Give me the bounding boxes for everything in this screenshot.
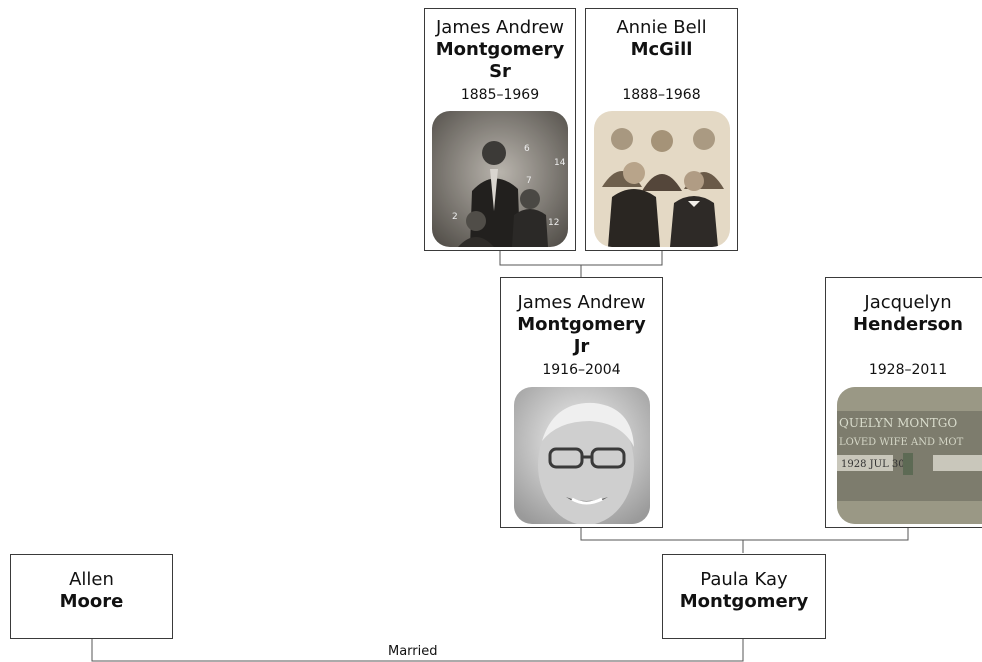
life-dates: 1928–2011 xyxy=(868,362,948,378)
life-dates: 1888–1968 xyxy=(622,87,701,103)
life-dates: 1916–2004 xyxy=(542,362,621,378)
name-suffix: Sr xyxy=(489,61,511,82)
connector-sr-annie xyxy=(499,250,663,266)
grave-inscription-line: LOVED WIFE AND MOT xyxy=(839,437,964,448)
life-dates: 1885–1969 xyxy=(460,87,540,103)
relationship-label: Married xyxy=(388,644,438,659)
photo-number: 2 xyxy=(452,212,458,222)
connector-jr-jacquelyn xyxy=(580,528,909,541)
surname: Moore xyxy=(59,591,124,612)
surname: Montgomery xyxy=(517,314,646,335)
surname: Henderson xyxy=(853,314,963,335)
person-card-jacquelyn-henderson[interactable]: Jacquelyn Henderson 1928–2011 QUELYN MON… xyxy=(825,277,982,528)
person-card-allen-moore[interactable]: Allen Moore xyxy=(10,554,173,639)
given-name: James Andrew xyxy=(517,292,646,313)
photo-number: 14 xyxy=(554,158,566,168)
person-card-james-andrew-montgomery-sr[interactable]: James Andrew Montgomery Sr 1885–1969 xyxy=(424,8,576,251)
given-name: James Andrew xyxy=(436,17,564,38)
given-name: Annie Bell xyxy=(616,17,707,38)
person-card-james-andrew-montgomery-jr[interactable]: James Andrew Montgomery Jr 1916–2004 xyxy=(500,277,663,528)
name-suffix xyxy=(586,61,737,83)
person-photo[interactable] xyxy=(514,387,650,524)
given-name: Paula Kay xyxy=(700,569,788,590)
given-name: Allen xyxy=(69,569,114,590)
photo-number: 12 xyxy=(548,218,559,228)
person-photo[interactable]: 6 14 7 2 12 xyxy=(432,111,568,247)
person-card-paula-kay-montgomery[interactable]: Paula Kay Montgomery xyxy=(662,554,826,639)
name-suffix: Jr xyxy=(573,336,590,357)
surname: Montgomery xyxy=(435,39,565,60)
grave-inscription-line: QUELYN MONTGO xyxy=(839,416,957,430)
given-name: Jacquelyn xyxy=(864,292,952,313)
person-card-annie-bell-mcgill[interactable]: Annie Bell McGill 1888–1968 xyxy=(585,8,738,251)
name-suffix xyxy=(826,336,982,358)
person-photo[interactable] xyxy=(594,111,730,247)
surname: McGill xyxy=(630,39,693,60)
connector-allen-paula xyxy=(91,638,744,662)
photo-number: 7 xyxy=(526,176,532,186)
person-photo[interactable]: QUELYN MONTGO LOVED WIFE AND MOT 1928 JU… xyxy=(837,387,982,524)
grave-inscription-line: 1928 JUL 30 xyxy=(841,459,905,470)
surname: Montgomery xyxy=(679,591,809,612)
photo-number: 6 xyxy=(524,144,530,154)
